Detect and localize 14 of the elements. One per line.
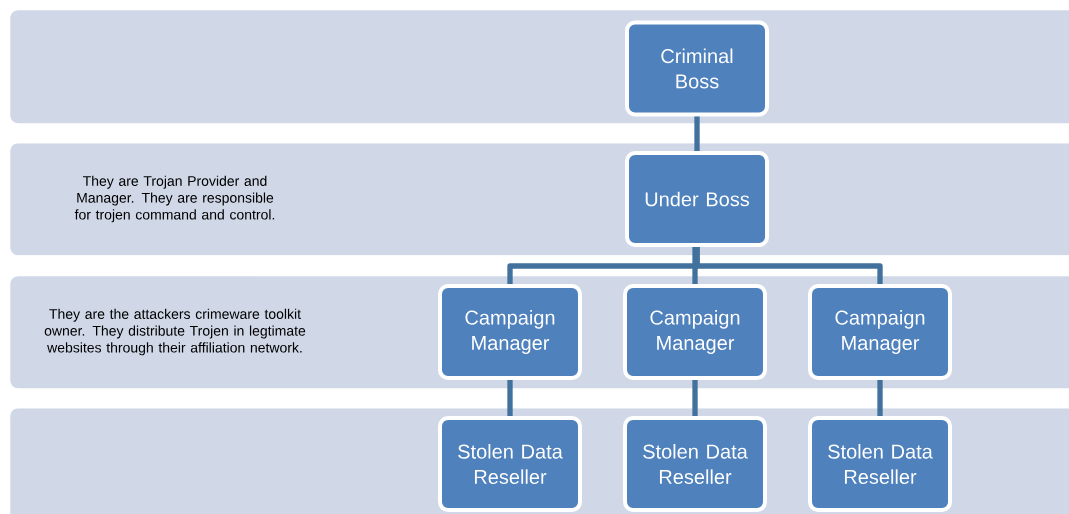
role-box: Stolen Data Reseller (623, 416, 767, 512)
connector-line (692, 380, 698, 416)
role-box: Under Boss (625, 151, 769, 247)
role-box: Campaign Manager (623, 284, 767, 380)
connector-line (507, 380, 513, 416)
connector-line (694, 116, 700, 151)
role-box: Stolen Data Reseller (808, 416, 952, 512)
connector-line (694, 247, 883, 284)
connector-line (877, 380, 883, 416)
role-box: Criminal Boss (625, 20, 769, 117)
connector-line (692, 247, 698, 284)
role-box: Campaign Manager (808, 284, 952, 380)
role-box: Stolen Data Reseller (438, 416, 582, 512)
role-box: Campaign Manager (438, 284, 582, 380)
